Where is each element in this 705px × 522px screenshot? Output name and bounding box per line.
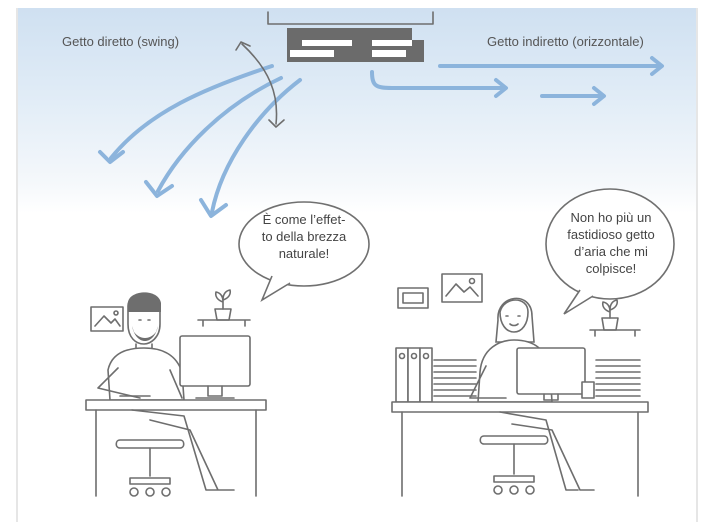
bubble-left-line: naturale!	[278, 246, 330, 261]
bubble-left-line: to della brezza	[261, 229, 347, 244]
paper-stack-icon	[581, 359, 641, 399]
chair-icon	[479, 411, 595, 495]
monitor-icon	[179, 335, 251, 399]
right-desk-scene	[391, 273, 649, 497]
picture-frame-icon	[90, 306, 124, 332]
bubble-left-text: È come l’effet- to della brezza naturale…	[244, 211, 364, 262]
plant-icon	[197, 289, 251, 327]
speech-bubble-right	[545, 188, 675, 315]
bubble-right-line: fastidioso getto	[567, 227, 655, 242]
desk-icon	[391, 401, 649, 497]
man-avatar	[97, 292, 185, 401]
plant-icon	[589, 299, 641, 337]
indirect-flow-label: Getto indiretto (orizzontale)	[487, 34, 644, 49]
monitor-icon	[516, 347, 586, 401]
chair-icon	[115, 409, 235, 497]
air-conditioner-icon	[267, 11, 434, 62]
speech-bubble-left	[238, 201, 370, 302]
binders-icon	[395, 347, 477, 403]
left-desk-scene	[85, 289, 267, 497]
picture-frame-icon	[441, 273, 483, 303]
bubble-right-text: Non ho più un fastidioso getto d’aria ch…	[552, 209, 670, 277]
bubble-right-line: colpisce!	[585, 261, 637, 276]
bubble-right-line: Non ho più un	[570, 210, 652, 225]
picture-frame-icon	[397, 287, 429, 309]
direct-airflow-arrows	[98, 64, 302, 218]
swing-arrow-icon	[235, 41, 285, 128]
desk-icon	[85, 395, 267, 497]
indirect-airflow-arrows	[370, 56, 664, 106]
bubble-left-line: È come l’effet-	[262, 212, 346, 227]
direct-flow-label: Getto diretto (swing)	[62, 34, 180, 49]
bubble-right-line: d’aria che mi	[574, 244, 648, 259]
